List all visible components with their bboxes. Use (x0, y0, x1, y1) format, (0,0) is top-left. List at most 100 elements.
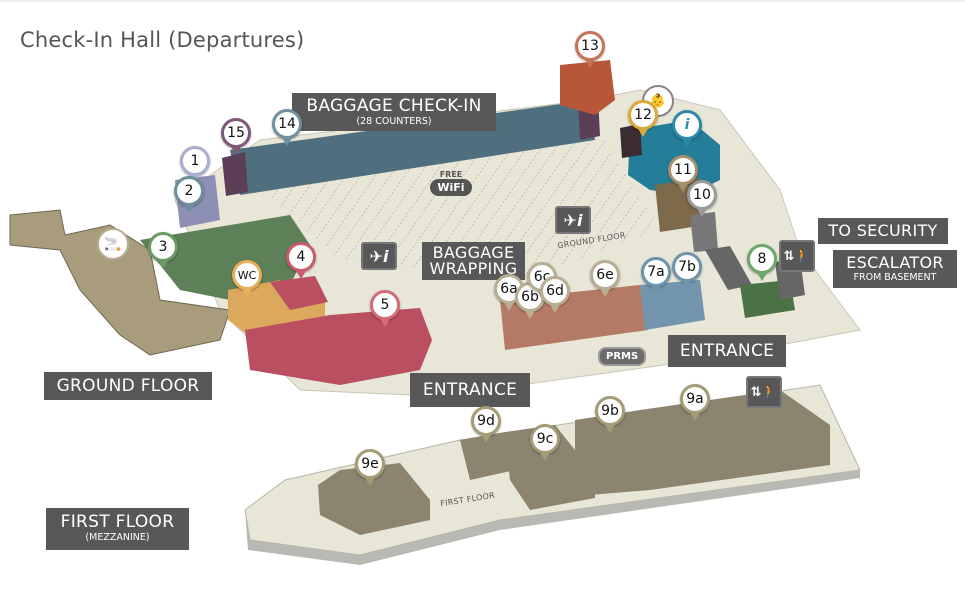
pin-10[interactable]: 10 (687, 180, 717, 218)
pin-9b-tail (604, 423, 616, 433)
hatched-check-in-zone (260, 115, 660, 280)
baggage-wrapping-line1: BAGGAGE (432, 243, 515, 262)
pin-14-tail (281, 136, 293, 146)
smoking-area (9, 209, 231, 356)
pin-5[interactable]: 5 (370, 290, 400, 328)
pin-12-label: 12 (628, 100, 658, 130)
pin-6d-label: 6d (540, 276, 570, 306)
ground-floor-text: GROUND FLOOR (56, 376, 200, 396)
pin-15-label: 15 (221, 118, 251, 148)
pin-4-label: 4 (286, 242, 316, 272)
pin-13-tail (584, 58, 596, 68)
zone-9c-block (505, 425, 595, 510)
pin-2[interactable]: 2 (174, 176, 204, 214)
lift-icon: ⇅🚶 (779, 240, 815, 272)
to-security-text: TO SECURITY (828, 221, 938, 240)
pin-9a-label: 9a (680, 384, 710, 414)
pin-9a[interactable]: 9a (680, 384, 710, 422)
zone-3-area (140, 215, 310, 300)
pin-9c[interactable]: 9c (530, 424, 560, 462)
zone-5-block (245, 308, 432, 385)
pin-7b-tail (681, 279, 693, 289)
pin-9c-label: 9c (530, 424, 560, 454)
pin-8[interactable]: 8 (747, 244, 777, 282)
pin-7b[interactable]: 7b (672, 252, 702, 290)
pin-i[interactable]: i (672, 110, 702, 148)
pin-3[interactable]: 3 (148, 232, 178, 270)
first-floor-title: FIRST FLOOR (60, 512, 175, 532)
ground-floor-label[interactable]: GROUND FLOOR (44, 372, 212, 400)
wifi-logo: WiFi (430, 179, 472, 196)
page-title: Check-In Hall (Departures) (20, 28, 305, 52)
pin-6a-tail (503, 301, 515, 311)
pin-6b-tail (524, 309, 536, 319)
first-floor-edge (245, 470, 860, 565)
pin-7a-tail (650, 284, 662, 294)
to-security-label[interactable]: TO SECURITY (818, 218, 948, 244)
zone-12-block (620, 124, 642, 158)
baggage-wrapping-label: BAGGAGE WRAPPING (422, 242, 525, 280)
pin-6e-tail (599, 287, 611, 297)
pin-12[interactable]: 12 (628, 100, 658, 138)
pin-9e-tail (364, 476, 376, 486)
first-floor-subtitle: (MEZZANINE) (85, 532, 150, 543)
pin-14[interactable]: 14 (272, 109, 302, 147)
pin-wc-tail (241, 287, 253, 297)
pin-4[interactable]: 4 (286, 242, 316, 280)
pin-13-label: 13 (575, 31, 605, 61)
first-floor-label[interactable]: FIRST FLOOR (MEZZANINE) (46, 508, 189, 550)
pin-7b-label: 7b (672, 252, 702, 282)
pin-9b[interactable]: 9b (595, 396, 625, 434)
pin-i-tail (681, 137, 693, 147)
pin-13[interactable]: 13 (575, 31, 605, 69)
pin-5-label: 5 (370, 290, 400, 320)
flight-info-icon: ✈i (555, 206, 591, 234)
zone-10-block (690, 212, 718, 252)
pin-8-tail (756, 271, 768, 281)
pin-9c-tail (539, 451, 551, 461)
flight-info-icon-2: ✈i (361, 242, 397, 270)
baggage-check-in-title: BAGGAGE CHECK-IN (306, 96, 482, 116)
smoking-icon: 🚬 (97, 228, 129, 260)
pin-wc-head: WC (232, 260, 262, 290)
pin-6e[interactable]: 6e (590, 260, 620, 298)
pin-wc[interactable]: WC (232, 260, 262, 298)
zone-4-block (270, 276, 328, 310)
pin-8-label: 8 (747, 244, 777, 274)
pin-10-tail (696, 207, 708, 217)
pin-9d[interactable]: 9d (471, 406, 501, 444)
entrance-left-text: ENTRANCE (422, 380, 518, 400)
pin-9d-label: 9d (471, 406, 501, 436)
pin-3-tail (157, 259, 169, 269)
baggage-counters (230, 100, 595, 195)
pin-12-tail (637, 127, 649, 137)
pin-3-label: 3 (148, 232, 178, 262)
pin-9e[interactable]: 9e (355, 449, 385, 487)
pin-6e-label: 6e (590, 260, 620, 290)
entrance-left-label[interactable]: ENTRANCE (410, 373, 530, 407)
escalator-label: ESCALATOR FROM BASEMENT (833, 250, 957, 288)
wifi-icon: FREE WiFi (430, 170, 472, 196)
pin-15-tail (230, 145, 242, 155)
pin-1-label: 1 (180, 146, 210, 176)
zone-9d-block (460, 432, 515, 480)
lift-icon-first-floor: ⇅🚶 (746, 376, 782, 408)
entrance-right-text: ENTRANCE (679, 341, 775, 361)
entrance-right-label[interactable]: ENTRANCE (668, 335, 786, 367)
pin-10-label: 10 (687, 180, 717, 210)
pin-11-tail (677, 182, 689, 192)
pin-5-tail (379, 317, 391, 327)
pin-15[interactable]: 15 (221, 118, 251, 156)
pin-i-label: i (672, 110, 702, 140)
pin-9e-label: 9e (355, 449, 385, 479)
flight-info-glyph-2: i (382, 246, 389, 266)
top-edge (0, 0, 965, 3)
pin-9d-tail (480, 433, 492, 443)
escalator (705, 246, 752, 290)
zone-9a-9b-block (575, 390, 830, 495)
pin-6d[interactable]: 6d (540, 276, 570, 314)
pin-11[interactable]: 11 (668, 155, 698, 193)
baggage-check-in-subtitle: (28 COUNTERS) (356, 116, 432, 127)
flight-info-glyph: i (576, 210, 583, 230)
pin-7a[interactable]: 7a (641, 257, 671, 295)
